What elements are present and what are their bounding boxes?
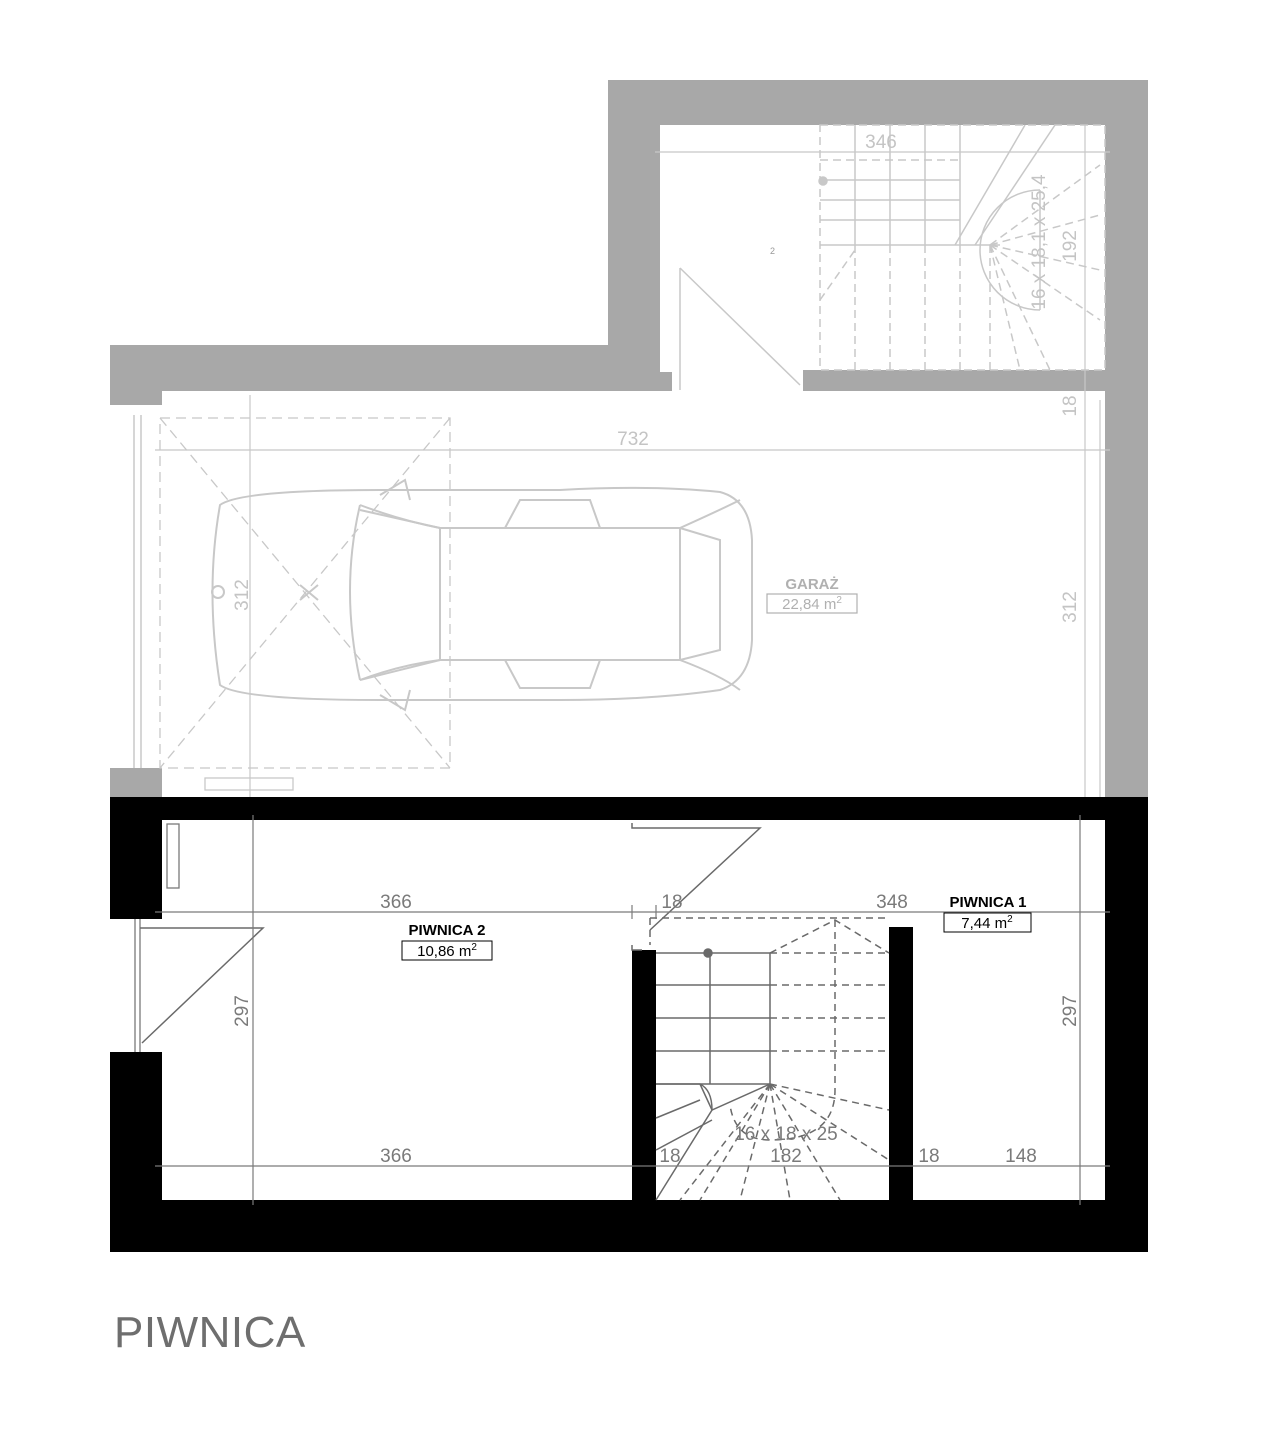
dim-stair-width: 182 xyxy=(770,1146,802,1167)
room-area-basement1-sup: 2 xyxy=(1007,914,1013,925)
wall-stair-right xyxy=(889,927,913,1202)
room-area-garage-sup: 2 xyxy=(836,595,842,606)
basement-window xyxy=(134,823,180,1052)
dim-stair-right-wall: 18 xyxy=(918,1146,939,1167)
wall-basement-top xyxy=(110,797,1148,820)
dim-wall-18-top: 18 xyxy=(661,892,682,913)
dim-b1-top-width: 348 xyxy=(876,892,908,913)
wall-garage-left-bottom xyxy=(110,768,162,800)
dim-b2-top-width: 366 xyxy=(380,892,412,913)
wall-stair-left xyxy=(632,950,656,1202)
dim-stair-left-wall: 18 xyxy=(659,1146,680,1167)
dim-b1-bottom-width: 148 xyxy=(1005,1146,1037,1167)
wall-basement-left-top xyxy=(110,797,162,919)
dim-garage-width: 732 xyxy=(617,429,649,450)
dim-garage-height: 312 xyxy=(1060,591,1081,623)
svg-text:10,86 m2: 10,86 m2 xyxy=(417,942,477,960)
basement-door-swings xyxy=(140,823,762,1044)
dim-stair-top-wall: 18 xyxy=(1060,395,1081,416)
wall-basement-left-bottom xyxy=(110,1052,162,1252)
wall-garage-right xyxy=(1105,80,1148,800)
svg-text:7,44 m2: 7,44 m2 xyxy=(961,914,1013,932)
upper-staircase xyxy=(679,124,1106,390)
room-area-basement1: 7,44 m xyxy=(961,915,1007,932)
dim-b2-bottom-width: 366 xyxy=(380,1146,412,1167)
wall-tower-top xyxy=(608,80,1148,125)
dim-b1-height: 297 xyxy=(1060,995,1081,1027)
room-area-garage: 22,84 m xyxy=(782,596,836,613)
dim-stair-top-height: 192 xyxy=(1060,230,1081,262)
dim-stair-top-spec: 16 x 18,1 x 25,4 xyxy=(1029,174,1050,310)
lower-staircase xyxy=(649,917,890,1201)
dim-b2-height: 297 xyxy=(232,995,253,1027)
svg-text:22,84 m2: 22,84 m2 xyxy=(782,595,842,613)
wall-garage-top-stub xyxy=(660,372,672,391)
dim-car-space-height: 312 xyxy=(232,579,253,611)
wall-stair-bottom xyxy=(803,370,1108,391)
wall-basement-right xyxy=(1105,797,1148,1252)
garage-left-door xyxy=(133,415,142,768)
wall-garage-left-top xyxy=(110,345,162,405)
room-name-basement2: PIWNICA 2 xyxy=(409,922,486,939)
wall-basement-bottom xyxy=(110,1200,1148,1252)
car-icon xyxy=(211,478,753,712)
room-area-basement2-sup: 2 xyxy=(471,942,477,953)
stair-mark: 2 xyxy=(770,246,775,256)
room-name-basement1: PIWNICA 1 xyxy=(950,894,1027,911)
basement-walls xyxy=(110,797,1148,1252)
garage-dimension-lines xyxy=(155,125,1110,800)
room-label-basement2: PIWNICA 2 10,86 m2 xyxy=(401,922,493,961)
basement-dimension-lines xyxy=(155,815,1110,1205)
car-parking-space xyxy=(159,417,451,791)
wall-garage-top-left xyxy=(110,345,660,391)
room-name-garage: GARAŻ xyxy=(785,576,838,593)
garage-walls xyxy=(110,80,1148,800)
dim-stair-top-width: 346 xyxy=(865,132,897,153)
room-area-basement2: 10,86 m xyxy=(417,943,471,960)
wall-tower-left xyxy=(608,80,660,390)
dim-stair-spec: 16 x 18 x 25 xyxy=(734,1124,838,1145)
room-label-garage: GARAŻ 22,84 m2 xyxy=(766,576,858,614)
plan-title: PIWNICA xyxy=(114,1308,306,1357)
room-label-basement1: PIWNICA 1 7,44 m2 xyxy=(943,894,1032,933)
